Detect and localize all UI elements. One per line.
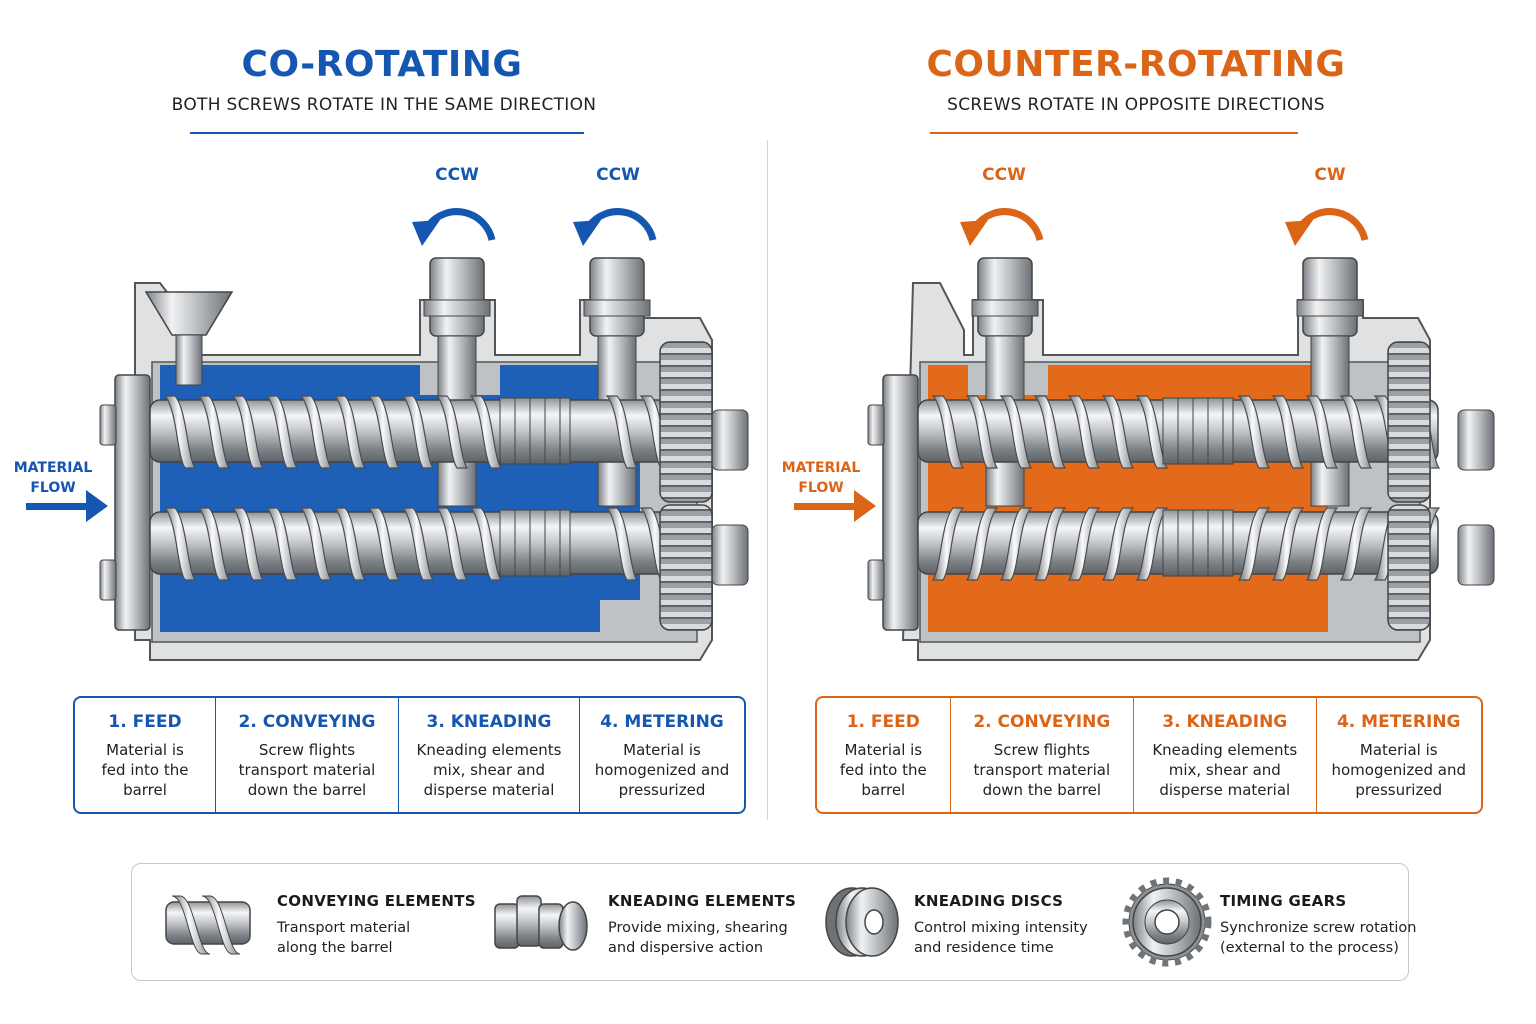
timing-gear-icon <box>659 341 713 631</box>
timing-gear-icon <box>1387 341 1431 631</box>
rotation-label-right: CCW <box>596 165 640 185</box>
counter-rotating-extruder-diagram <box>794 208 1495 661</box>
material-flow-arrow-icon <box>794 490 876 522</box>
title-underline <box>190 132 584 134</box>
counter-rotating-subtitle: SCREWS ROTATE IN OPPOSITE DIRECTIONS <box>947 95 1325 115</box>
kneading-disc-icon <box>825 887 899 957</box>
rotation-label-left: CCW <box>435 165 479 185</box>
title-underline <box>930 132 1298 134</box>
legend-item-timing-gears: TIMING GEARS Synchronize screw rotation(… <box>1117 864 1416 982</box>
upper-screw <box>917 395 1441 469</box>
material-flow-label: MATERIAL FLOW <box>781 460 861 496</box>
ccw-arrow-icon <box>960 208 1044 246</box>
co-rotating-panel: CO-ROTATING BOTH SCREWS ROTATE IN THE SA… <box>0 0 768 840</box>
co-rotating-title: CO-ROTATING <box>241 44 523 85</box>
feed-hopper <box>144 291 234 386</box>
counter-rotating-panel: COUNTER-ROTATING SCREWS ROTATE IN OPPOSI… <box>768 0 1536 840</box>
rotation-label-left: CCW <box>982 165 1026 185</box>
material-flow-label: MATERIAL FLOW <box>13 460 93 496</box>
co-rotating-subtitle: BOTH SCREWS ROTATE IN THE SAME DIRECTION <box>171 95 597 115</box>
timing-gear-icon <box>1122 877 1212 967</box>
material-flow-arrow-icon <box>26 490 108 522</box>
co-rotating-extruder-diagram <box>26 208 749 661</box>
ccw-arrow-icon <box>573 208 657 246</box>
cw-arrow-icon <box>1285 208 1369 246</box>
legend-item-kneading-elements: KNEADING ELEMENTS Provide mixing, sheari… <box>487 864 807 982</box>
lower-screw <box>917 507 1441 581</box>
counter-rotating-title: COUNTER-ROTATING <box>926 44 1346 85</box>
panel-divider <box>767 140 768 820</box>
conveying-element-icon <box>165 895 251 955</box>
kneading-element-icon <box>494 895 588 951</box>
rotation-label-right: CW <box>1314 165 1346 185</box>
ccw-arrow-icon <box>412 208 496 246</box>
screw-flights <box>163 507 673 581</box>
lower-screw <box>149 507 673 581</box>
upper-screw <box>149 395 673 469</box>
screw-flights <box>163 395 673 469</box>
